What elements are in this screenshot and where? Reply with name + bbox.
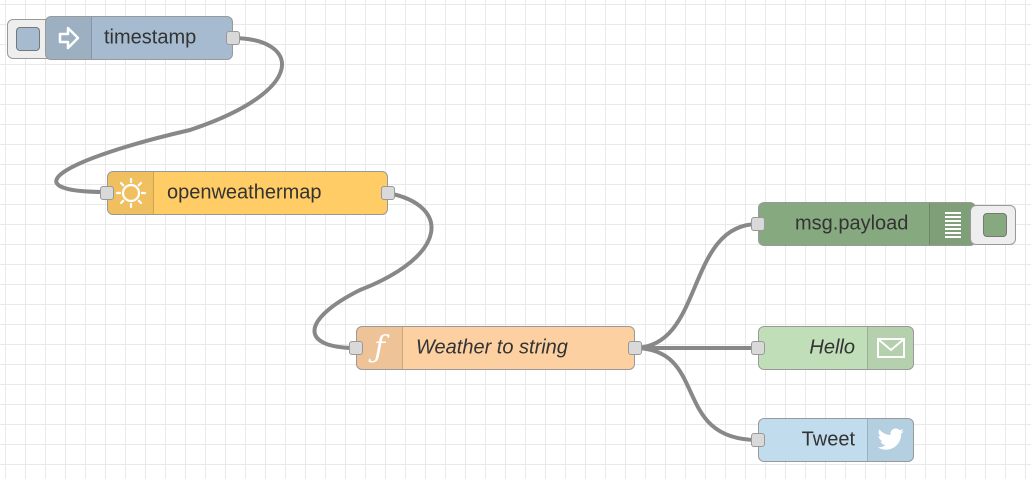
node-label-msg-payload: msg.payload: [795, 212, 909, 235]
debug-toggle-button[interactable]: [970, 205, 1016, 245]
input-port[interactable]: [100, 186, 114, 200]
twitter-bird-icon: [867, 419, 913, 461]
output-port[interactable]: [381, 186, 395, 200]
node-openweathermap[interactable]: openweathermap: [100, 171, 395, 215]
node-tweet[interactable]: Tweet: [751, 418, 914, 462]
node-label-timestamp: timestamp: [104, 26, 197, 49]
function-icon: ƒ: [357, 327, 403, 369]
node-label-weather-to-string: Weather to string: [416, 336, 568, 359]
input-port[interactable]: [751, 217, 765, 231]
node-weather-to-string[interactable]: ƒ Weather to string: [349, 326, 642, 370]
output-port[interactable]: [226, 31, 240, 45]
node-label-openweathermap: openweathermap: [167, 181, 322, 204]
node-timestamp[interactable]: timestamp: [45, 16, 240, 60]
wire-function-to-msg-payload[interactable]: [633, 222, 759, 350]
node-msg-payload[interactable]: msg.payload: [751, 202, 976, 246]
wire-timestamp-to-openweathermap[interactable]: [54, 36, 284, 194]
debug-toggle-square[interactable]: [983, 213, 1007, 237]
input-port[interactable]: [751, 341, 765, 355]
debug-list-icon: [929, 203, 975, 245]
node-label-tweet: Tweet: [801, 428, 855, 451]
input-port[interactable]: [349, 341, 363, 355]
wire-openweathermap-to-function[interactable]: [312, 191, 434, 350]
sun-icon: [108, 172, 154, 214]
node-hello[interactable]: Hello: [751, 326, 914, 370]
envelope-icon: [867, 327, 913, 369]
inject-trigger-square[interactable]: [16, 27, 40, 51]
node-label-hello: Hello: [809, 336, 855, 359]
inject-arrow-icon: [46, 17, 92, 59]
input-port[interactable]: [751, 433, 765, 447]
output-port[interactable]: [628, 341, 642, 355]
inject-trigger-button[interactable]: [7, 19, 53, 59]
wire-function-to-tweet[interactable]: [633, 346, 759, 442]
